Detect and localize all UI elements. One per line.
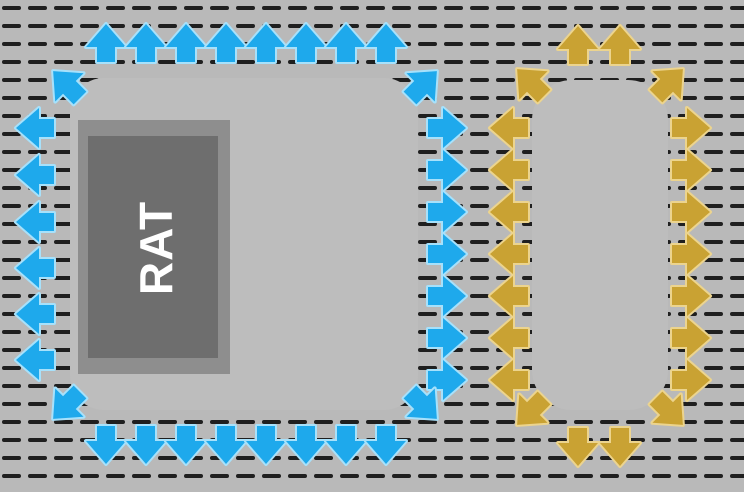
gold-arrow-icon-53: [515, 389, 553, 427]
blue-arrow-icon-11: [204, 424, 248, 466]
blue-arrow-icon-25: [426, 232, 468, 276]
blue-arrow-icon-1: [124, 22, 168, 64]
gold-arrow-icon-37: [488, 106, 530, 150]
gold-arrow-icon-38: [488, 148, 530, 192]
gold-arrow-icon-35: [556, 426, 600, 468]
gold-arrow-icon-51: [515, 67, 553, 105]
blue-arrow-icon-8: [84, 424, 128, 466]
blue-arrow-icon-5: [284, 22, 328, 64]
rat-block-inner: [88, 136, 218, 358]
blue-arrow-icon-22: [426, 106, 468, 150]
gold-arrow-icon-44: [670, 106, 712, 150]
gold-arrow-icon-48: [670, 274, 712, 318]
blue-arrow-icon-4: [244, 22, 288, 64]
gold-arrow-icon-46: [670, 190, 712, 234]
gold-arrow-icon-47: [670, 232, 712, 276]
blue-arrow-icon-13: [284, 424, 328, 466]
blue-arrow-icon-18: [14, 200, 56, 244]
gold-arrow-icon-50: [670, 358, 712, 402]
blue-arrow-icon-3: [204, 22, 248, 64]
blue-arrow-icon-28: [426, 358, 468, 402]
blue-arrow-icon-10: [164, 424, 208, 466]
gold-arrow-icon-54: [647, 389, 685, 427]
blue-arrow-icon-6: [324, 22, 368, 64]
blue-arrow-icon-16: [14, 106, 56, 150]
gold-arrow-icon-42: [488, 316, 530, 360]
small-pad: [532, 80, 668, 410]
gold-arrow-icon-41: [488, 274, 530, 318]
gold-arrow-icon-33: [556, 24, 600, 66]
blue-arrow-icon-24: [426, 190, 468, 234]
blue-arrow-icon-2: [164, 22, 208, 64]
blue-arrow-icon-19: [14, 246, 56, 290]
gold-arrow-icon-36: [598, 426, 642, 468]
blue-arrow-icon-31: [51, 383, 89, 421]
blue-arrow-icon-21: [14, 338, 56, 382]
blue-arrow-icon-17: [14, 153, 56, 197]
blue-arrow-icon-7: [364, 22, 408, 64]
blue-arrow-icon-0: [84, 22, 128, 64]
gold-arrow-icon-40: [488, 232, 530, 276]
gold-arrow-icon-39: [488, 190, 530, 234]
blue-arrow-icon-32: [401, 383, 439, 421]
blue-arrow-icon-12: [244, 424, 288, 466]
blue-arrow-icon-23: [426, 148, 468, 192]
blue-arrow-icon-9: [124, 424, 168, 466]
blue-arrow-icon-30: [401, 69, 439, 107]
blue-arrow-icon-26: [426, 274, 468, 318]
blue-arrow-icon-15: [364, 424, 408, 466]
gold-arrow-icon-49: [670, 316, 712, 360]
blue-arrow-icon-20: [14, 292, 56, 336]
blue-arrow-icon-29: [51, 69, 89, 107]
arrow-layer: [14, 22, 712, 468]
gold-arrow-icon-43: [488, 358, 530, 402]
blue-arrow-icon-27: [426, 316, 468, 360]
gold-arrow-icon-52: [647, 67, 685, 105]
gold-arrow-icon-45: [670, 148, 712, 192]
gold-arrow-icon-34: [598, 24, 642, 66]
blue-arrow-icon-14: [324, 424, 368, 466]
